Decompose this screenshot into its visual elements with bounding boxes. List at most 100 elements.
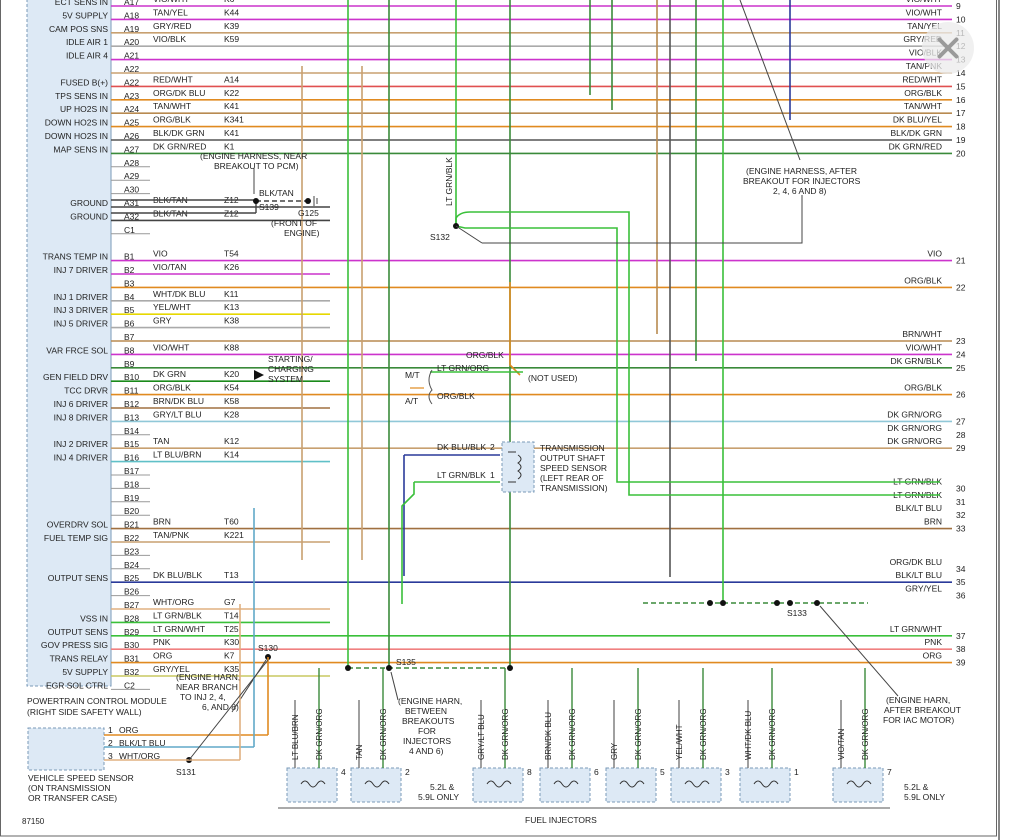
pcm-circuit-id: K26 (224, 262, 239, 272)
right-wire-color: VIO (927, 249, 942, 259)
right-wire-ref: 27 (956, 416, 966, 426)
pcm-circuit-id: T54 (224, 249, 239, 259)
injector-number: 7 (887, 767, 892, 777)
pcm-pin-function: GROUND (70, 198, 108, 208)
mt-at-selector (410, 282, 523, 405)
right-wire-ref: 35 (956, 577, 966, 587)
pcm-wire-color: VIO/WHT (153, 342, 189, 352)
pcm-pin-id: C1 (124, 225, 135, 235)
pcm-pin-id: A25 (124, 118, 139, 128)
pcm-wire-color: ORG/BLK (153, 383, 191, 393)
pcm-circuit-id: K13 (224, 302, 239, 312)
pcm-pin-function: 5V SUPPLY (62, 10, 108, 20)
right-wire-color: DK GRN/BLK (891, 356, 943, 366)
pcm-pin-function: DOWN HO2S IN (45, 118, 108, 128)
pcm-wire-color: TAN/YEL (153, 7, 188, 17)
label-starting: STARTING/ (268, 354, 313, 364)
right-wire-color: BLK/LT BLU (896, 570, 942, 580)
pcm-wire-color: BLK/DK GRN (153, 128, 205, 138)
label-not-used: (NOT USED) (528, 373, 578, 383)
label-lt-grn-blk-1: LT GRN/BLK (437, 470, 486, 480)
pcm-pin-function: IDLE AIR 1 (66, 37, 108, 47)
trunk-wires (301, 0, 791, 668)
note-between-1: (ENGINE HARN, (398, 696, 462, 706)
right-wire-ref: 34 (956, 564, 966, 574)
note-engine-harness-after-2: BREAKOUT FOR INJECTORS (743, 176, 861, 186)
injector-left-color: TAN (355, 744, 364, 760)
pcm-wire-color: DK GRN/RED (153, 141, 206, 151)
injector-right-color: DK GRN/ORG (315, 708, 324, 760)
note-between-3: BREAKOUTS (402, 716, 455, 726)
note-between-2: BETWEEN (405, 706, 447, 716)
pcm-pin-id: B31 (124, 654, 139, 664)
right-wire-ref: 32 (956, 510, 966, 520)
pcm-wire-color: ORG/DK BLU (153, 88, 205, 98)
pcm-pin-id: A18 (124, 10, 139, 20)
pcm-circuit-id: K41 (224, 101, 239, 111)
label-tx-sensor-2: OUTPUT SHAFT (540, 453, 605, 463)
pcm-pin-function: EGR SOL CTRL (46, 680, 108, 690)
right-wire-ref: 23 (956, 336, 966, 346)
vss-title-3: OR TRANSFER CASE) (28, 793, 117, 803)
wire-layer (111, 5, 952, 690)
pcm-pin-function: VSS IN (80, 613, 108, 623)
right-wire-ref: 36 (956, 591, 966, 601)
note-iac-2: AFTER BREAKOUT (884, 705, 961, 715)
pcm-pin-id: B6 (124, 319, 135, 329)
label-only-right-2: 5.9L ONLY (904, 792, 945, 802)
pcm-pin-function: OUTPUT SENS (48, 627, 109, 637)
pcm-pin-id: B30 (124, 640, 139, 650)
pcm-pin-function: INJ 1 DRIVER (54, 292, 108, 302)
right-wire-ref: 30 (956, 483, 966, 493)
pcm-circuit-id: G7 (224, 597, 236, 607)
vss-pin-1-color: ORG (119, 725, 138, 735)
note-near-branch-1: (ENGINE HARN, (176, 672, 240, 682)
injector-right-color: DK GRN/ORG (861, 708, 870, 760)
right-wire-color: BRN (924, 517, 942, 527)
pcm-wire-color: TAN/WHT (153, 101, 191, 111)
pcm-circuit-id: K22 (224, 88, 239, 98)
pcm-pin-id: B16 (124, 453, 139, 463)
pcm-pin-id: B5 (124, 305, 135, 315)
pcm-pin-function: INJ 3 DRIVER (54, 305, 108, 315)
pcm-wire-color: DK GRN (153, 369, 186, 379)
pcm-wire-color: LT BLU/BRN (153, 450, 201, 460)
pcm-pin-id: B27 (124, 600, 139, 610)
pcm-pin-rows: ECT SENS INA17VIO/WHTK65V SUPPLYA18TAN/Y… (41, 0, 244, 690)
injector-body (832, 767, 884, 803)
label-pin-2: 2 (490, 442, 495, 452)
pcm-pin-id: B25 (124, 573, 139, 583)
label-pin-1: 1 (490, 470, 495, 480)
pcm-pin-id: A27 (124, 144, 139, 154)
right-wire-color: TAN/WHT (904, 101, 942, 111)
note-engine-harness-after: (ENGINE HARNESS, AFTER (746, 166, 857, 176)
pcm-pin-id: B10 (124, 372, 139, 382)
pcm-pin-id: B21 (124, 520, 139, 530)
pcm-circuit-id: T13 (224, 570, 239, 580)
injector-number: 1 (794, 767, 799, 777)
injector-coil-icon (553, 780, 579, 788)
vss-pin-3-num: 3 (108, 751, 113, 761)
close-icon[interactable] (922, 22, 974, 74)
pcm-pin-id: A21 (124, 51, 139, 61)
right-wire-ref: 33 (956, 524, 966, 534)
pcm-pin-function: OVERDRV SOL (47, 520, 109, 530)
pcm-pin-id: B26 (124, 587, 139, 597)
pcm-circuit-id: K88 (224, 342, 239, 352)
injector-coil-icon (846, 780, 872, 788)
label-s135: S135 (396, 657, 416, 667)
pcm-wire-color: WHT/DK BLU (153, 289, 205, 299)
pcm-circuit-id: K221 (224, 530, 244, 540)
injector-right-color: DK GRN/ORG (699, 708, 708, 760)
label-dk-blu-blk-2: DK BLU/BLK (437, 442, 486, 452)
pcm-wire-color: PNK (153, 637, 171, 647)
pcm-pin-function: MAP SENS IN (53, 144, 108, 154)
pcm-pin-id: A28 (124, 158, 139, 168)
note-iac-1: (ENGINE HARN, (886, 695, 950, 705)
right-wire-ref: 21 (956, 256, 966, 266)
right-wire-color: ORG/BLK (904, 275, 942, 285)
pcm-pin-id: A32 (124, 211, 139, 221)
right-wire-ref: 20 (956, 148, 966, 158)
pcm-pin-function: TRANS TEMP IN (43, 252, 108, 262)
